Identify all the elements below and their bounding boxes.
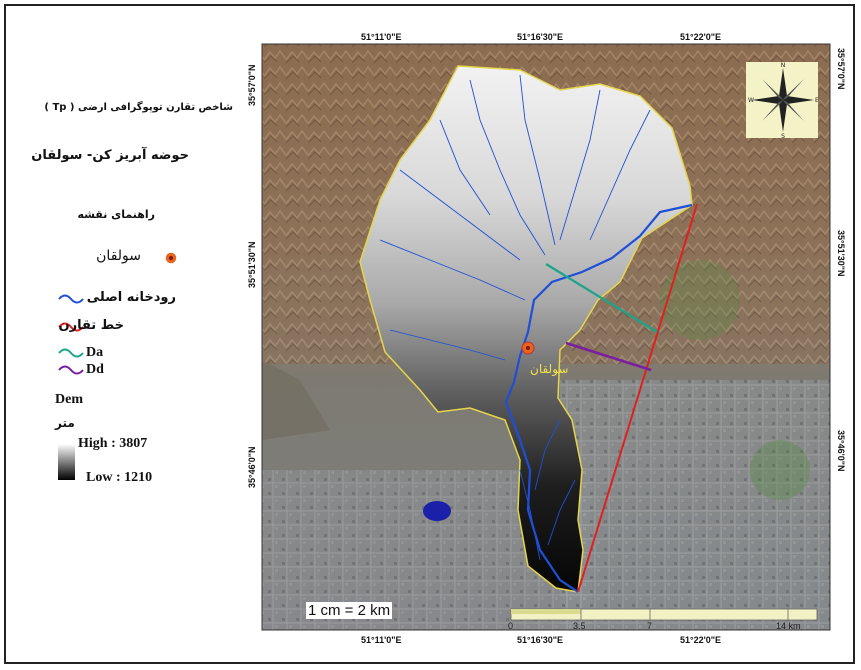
coord-top-1: 51°11'0"E (361, 32, 402, 42)
basin-title: حوضه آبریز کن- سولقان (31, 148, 189, 163)
scale-bar (510, 608, 818, 621)
scale-tick-3: 14 km (776, 621, 801, 631)
legend-low-label: Low : 1210 (86, 470, 153, 485)
svg-text:E: E (815, 97, 819, 104)
svg-text:W: W (748, 97, 754, 104)
compass-rose: N S W E (746, 62, 819, 140)
village-map-label: سولقان (530, 362, 568, 377)
legend-label-river: رودخانه اصلی (86, 290, 176, 305)
legend-label-symmetry: خط تقارن (58, 318, 124, 333)
scale-ratio-label: 1 cm = 2 km (306, 602, 393, 619)
scale-tick-2: 7 (647, 621, 653, 631)
index-title: شاخص تقارن توپوگرافی ارضی ( Tp ) (44, 102, 233, 113)
main-river-line (504, 203, 693, 593)
river-line-icon (58, 294, 84, 304)
lake (423, 501, 451, 521)
scale-tick-0: 0 (508, 621, 514, 631)
dem-ramp-swatch (58, 444, 75, 480)
svg-text:N: N (781, 62, 786, 69)
coord-bottom-2: 51°16'30"E (517, 635, 564, 645)
da-line-icon (58, 348, 84, 358)
coord-left-1: 35°57'0"N (247, 64, 257, 106)
tributaries (379, 74, 651, 561)
coord-top-2: 51°16'30"E (517, 32, 564, 42)
coord-top-3: 51°22'0"E (680, 32, 722, 42)
coord-right-3: 35°46'0"N (836, 430, 846, 472)
legend-label-dd: Dd (86, 362, 104, 377)
legend-dem-label: Dem (55, 392, 83, 407)
scale-tick-1: 3.5 (573, 621, 586, 631)
svg-text:S: S (781, 133, 785, 140)
symmetry-line-icon (58, 322, 84, 332)
coord-left-3: 35°46'0"N (247, 446, 257, 488)
legend-label-village: سولقان (96, 248, 141, 264)
legend-label-da: Da (86, 345, 104, 360)
coord-right-2: 35°51'30"N (836, 230, 846, 277)
dd-line-icon (58, 365, 84, 375)
legend-heading: راهنمای نقشه (77, 208, 155, 221)
legend-symbols (58, 251, 178, 480)
coord-left-2: 35°51'30"N (247, 241, 257, 288)
legend-unit-label: متر (55, 416, 75, 430)
map-neatline (261, 43, 831, 631)
legend-high-label: High : 3807 (78, 436, 148, 451)
coord-bottom-3: 51°22'0"E (680, 635, 722, 645)
da-line (545, 263, 658, 333)
symmetry-line (577, 203, 698, 593)
coord-bottom-1: 51°11'0"E (361, 635, 402, 645)
coord-right-1: 35°57'0"N (836, 48, 846, 90)
dd-line (565, 341, 652, 372)
